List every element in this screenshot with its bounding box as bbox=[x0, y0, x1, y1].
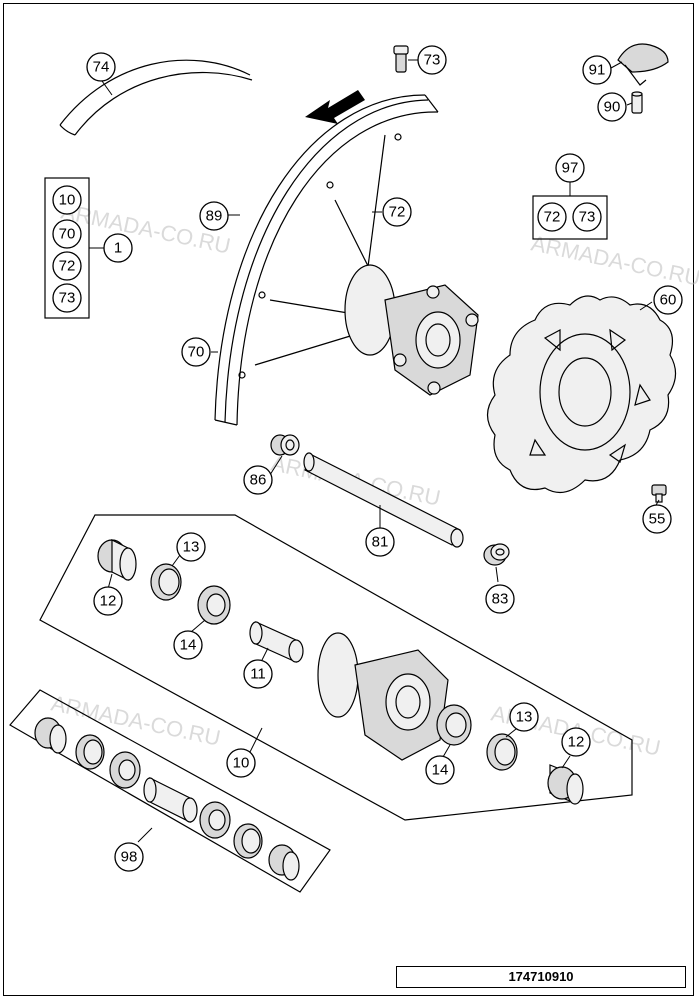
callout-81: 81 bbox=[365, 527, 395, 557]
leader-lines bbox=[101, 59, 660, 843]
svg-text:1: 1 bbox=[114, 240, 122, 257]
hub-assembly-panel-outline bbox=[39, 514, 633, 821]
callout-14-a: 14 bbox=[173, 630, 203, 660]
callout-72-set: 72 bbox=[52, 251, 82, 281]
callout-90: 90 bbox=[597, 92, 627, 122]
callout-14-b: 14 bbox=[425, 755, 455, 785]
callout-13-a: 13 bbox=[176, 532, 206, 562]
document-number: 174710910 bbox=[396, 966, 686, 988]
callout-73-set: 73 bbox=[52, 283, 82, 313]
callout-60: 60 bbox=[653, 285, 683, 315]
disc-bolt-drawing bbox=[651, 484, 667, 503]
callout-86: 86 bbox=[243, 465, 273, 495]
svg-text:12: 12 bbox=[100, 593, 117, 610]
svg-text:98: 98 bbox=[121, 849, 138, 866]
svg-text:83: 83 bbox=[492, 591, 509, 608]
svg-text:72: 72 bbox=[59, 258, 76, 275]
svg-text:10: 10 bbox=[233, 755, 250, 772]
callout-1: 1 bbox=[103, 233, 133, 263]
watermark: ARMADA-CO.RU bbox=[49, 690, 223, 750]
callout-97-73: 73 bbox=[572, 202, 602, 232]
svg-text:14: 14 bbox=[432, 762, 449, 779]
brake-disc-drawing bbox=[486, 295, 677, 494]
callout-97-72: 72 bbox=[537, 202, 567, 232]
svg-text:74: 74 bbox=[93, 59, 110, 76]
rotation-direction-arrow bbox=[305, 90, 365, 124]
hub-assembly-parts-drawing bbox=[97, 539, 584, 805]
svg-text:73: 73 bbox=[424, 52, 441, 69]
callout-98: 98 bbox=[114, 842, 144, 872]
drawing-frame bbox=[3, 3, 694, 996]
axle-nut-drawing bbox=[483, 543, 510, 566]
wheel-rim-drawing bbox=[214, 94, 439, 426]
callout-91: 91 bbox=[582, 55, 612, 85]
svg-text:12: 12 bbox=[568, 734, 585, 751]
callout-74: 74 bbox=[86, 52, 116, 82]
rim-tape-drawing bbox=[59, 59, 253, 136]
svg-text:72: 72 bbox=[544, 209, 561, 226]
callout-10-hub: 10 bbox=[226, 748, 256, 778]
svg-text:70: 70 bbox=[188, 344, 205, 361]
svg-text:13: 13 bbox=[183, 539, 200, 556]
svg-text:13: 13 bbox=[516, 709, 533, 726]
svg-text:90: 90 bbox=[604, 99, 621, 116]
callout-73-top: 73 bbox=[417, 45, 447, 75]
callout-13-b: 13 bbox=[509, 702, 539, 732]
callout-12-a: 12 bbox=[93, 586, 123, 616]
svg-text:73: 73 bbox=[579, 209, 596, 226]
callout-12-b: 12 bbox=[561, 727, 591, 757]
svg-text:73: 73 bbox=[59, 290, 76, 307]
callout-70-set: 70 bbox=[52, 219, 82, 249]
callout-55: 55 bbox=[642, 504, 672, 534]
svg-text:14: 14 bbox=[180, 637, 197, 654]
bearing-kit-parts-drawing bbox=[34, 717, 300, 881]
svg-text:10: 10 bbox=[59, 192, 76, 209]
svg-text:91: 91 bbox=[589, 62, 606, 79]
callout-83: 83 bbox=[485, 584, 515, 614]
callout-89: 89 bbox=[199, 201, 229, 231]
bearing-kit-panel-outline bbox=[9, 689, 331, 893]
svg-text:81: 81 bbox=[372, 534, 389, 551]
callout-10-set: 10 bbox=[52, 185, 82, 215]
svg-text:11: 11 bbox=[250, 666, 266, 683]
tire-lever-tool-drawing bbox=[617, 43, 669, 114]
spoke-nipple-drawing bbox=[393, 45, 409, 73]
svg-text:97: 97 bbox=[562, 160, 579, 177]
callout-72-spoke: 72 bbox=[382, 197, 412, 227]
svg-text:72: 72 bbox=[389, 204, 406, 221]
svg-text:70: 70 bbox=[59, 226, 76, 243]
spacer-drawing bbox=[270, 434, 300, 456]
svg-text:89: 89 bbox=[206, 208, 223, 225]
axle-drawing bbox=[303, 452, 464, 548]
svg-text:86: 86 bbox=[250, 472, 267, 489]
callout-11: 11 bbox=[243, 659, 273, 689]
wheel-hub-drawing bbox=[344, 264, 479, 396]
svg-text:55: 55 bbox=[649, 511, 666, 528]
callout-70-rim: 70 bbox=[181, 337, 211, 367]
callout-97: 97 bbox=[555, 153, 585, 183]
svg-text:60: 60 bbox=[660, 292, 677, 309]
